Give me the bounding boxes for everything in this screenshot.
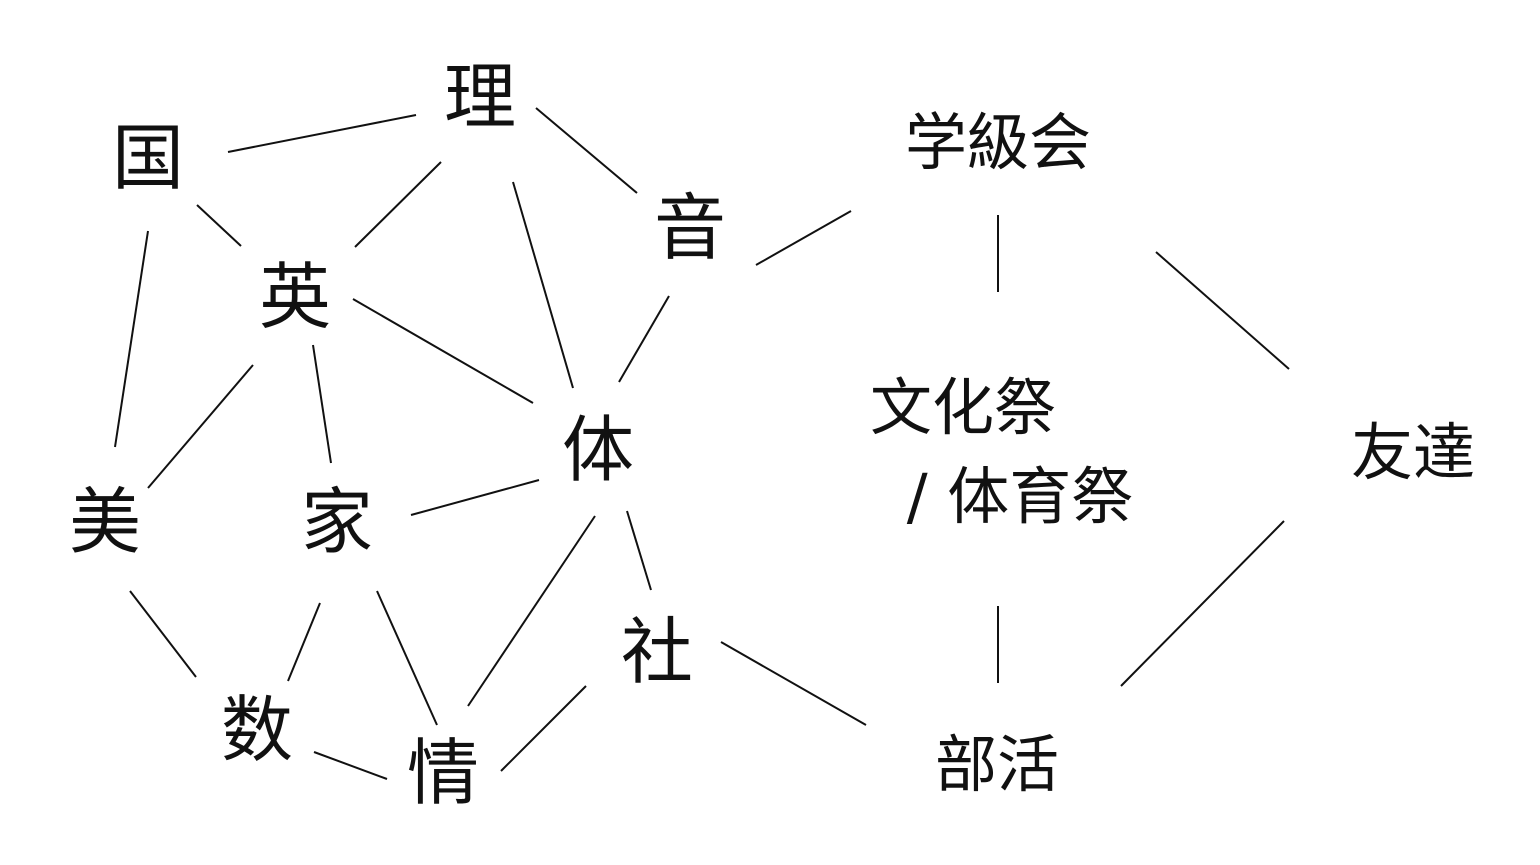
edge-tai-ka <box>410 479 540 516</box>
edge-koku-ri <box>227 114 417 153</box>
node-ka: 家 <box>300 480 374 564</box>
node-tai: 体 <box>561 408 635 492</box>
edge-on-tai <box>618 295 670 383</box>
node-jo: 情 <box>406 731 480 815</box>
node-bi: 美 <box>68 480 142 564</box>
edge-sha-bukatsu <box>720 641 867 726</box>
node-on: 音 <box>653 186 727 270</box>
edge-gakkyukai-tomodachi <box>1155 251 1290 370</box>
node-tomodachi: 友達 <box>1350 416 1476 489</box>
edge-ei-bi <box>147 364 254 489</box>
node-su: 数 <box>220 688 294 772</box>
edge-ri-on <box>535 107 638 194</box>
edge-ri-tai <box>512 181 574 389</box>
edge-koku-ei <box>196 204 242 247</box>
edge-ei-ka <box>312 344 332 464</box>
node-bunkasai-line1: 文化祭 <box>869 371 1057 444</box>
node-bukatsu: 部活 <box>934 728 1060 801</box>
edge-su-jo <box>313 751 388 780</box>
node-gakkyukai: 学級会 <box>904 106 1092 179</box>
node-koku: 国 <box>111 116 185 200</box>
edge-tomodachi-bukatsu <box>1120 520 1285 687</box>
node-ei: 英 <box>258 255 332 339</box>
edge-tai-sha <box>626 510 652 591</box>
node-bunkasai-line2: / 体育祭 <box>906 460 1134 533</box>
edge-sha-jo <box>500 685 587 772</box>
node-sha: 社 <box>620 610 694 694</box>
edge-bi-su <box>129 590 197 678</box>
edge-ri-ei <box>354 161 442 248</box>
edge-ka-su <box>287 602 321 682</box>
edge-ka-jo <box>376 590 438 726</box>
edge-ei-tai <box>352 298 534 404</box>
edge-tai-jo <box>467 515 596 707</box>
node-ri: 理 <box>443 55 517 139</box>
edge-koku-bi <box>114 230 149 448</box>
edge-on-gakkyukai <box>755 210 852 266</box>
